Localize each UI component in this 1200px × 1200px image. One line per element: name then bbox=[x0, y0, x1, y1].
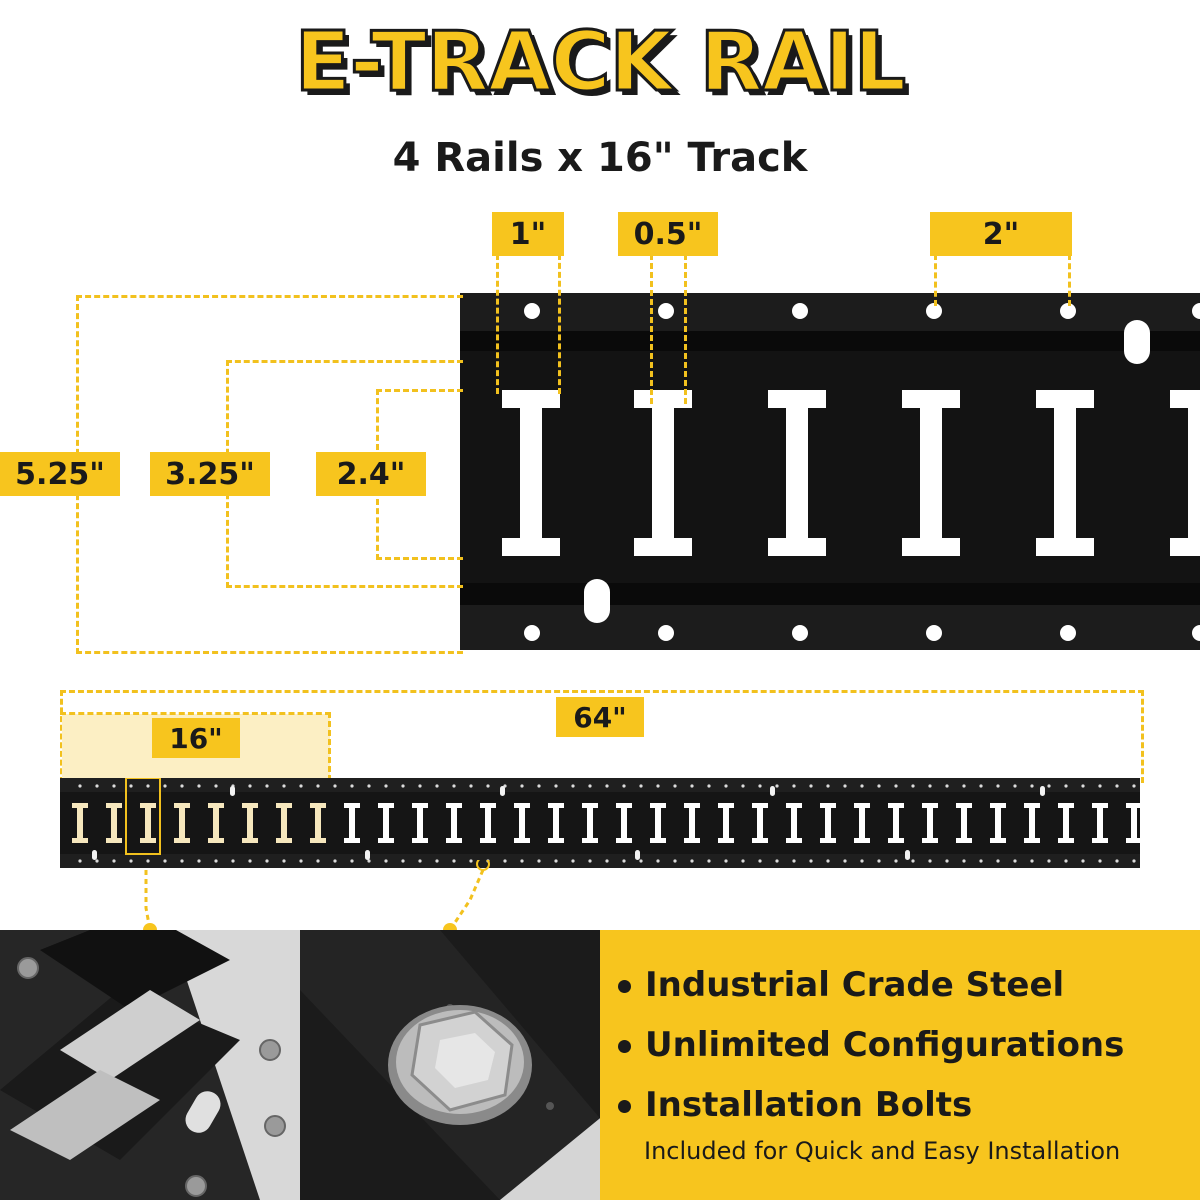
slot-gap-guide-right bbox=[684, 254, 687, 404]
bullet-dot-icon bbox=[618, 1100, 631, 1113]
page-subtitle: 4 Rails x 16" Track bbox=[392, 135, 808, 181]
page-title: E-TRACK RAIL bbox=[293, 15, 907, 110]
total-length-guide bbox=[60, 690, 1144, 783]
feature-item-bolts: Installation Bolts bbox=[618, 1085, 972, 1125]
section-length-guide bbox=[60, 712, 331, 781]
feature-item-steel: Industrial Crade Steel bbox=[618, 965, 1064, 1005]
bullet-dot-icon bbox=[618, 1040, 631, 1053]
bolt-closeup-photo bbox=[300, 930, 610, 1200]
slot-height-label: 2.4" bbox=[316, 452, 426, 496]
flange-height-label: 3.25" bbox=[150, 452, 270, 496]
slot-width-label: 1" bbox=[492, 212, 564, 256]
feature-panel bbox=[600, 930, 1200, 1200]
bolt-icon bbox=[185, 1175, 207, 1197]
full-rail-drawing bbox=[60, 777, 1153, 868]
rail-closeup-drawing bbox=[460, 293, 1200, 650]
callout-connectors bbox=[143, 860, 490, 937]
slot-width-guide-right bbox=[558, 254, 561, 394]
bullet-dot-icon bbox=[618, 980, 631, 993]
rail-height-label: 5.25" bbox=[0, 452, 120, 496]
section-length-label: 16" bbox=[152, 718, 240, 758]
slot-closeup-photo bbox=[0, 930, 300, 1200]
hole-spacing-label: 2" bbox=[930, 212, 1072, 256]
bolt-icon bbox=[259, 1039, 281, 1061]
slot-width-guide-left bbox=[496, 254, 499, 394]
hole-spacing-guide-right bbox=[1068, 254, 1071, 306]
slot-gap-guide-left bbox=[650, 254, 653, 404]
rail-closeup bbox=[460, 293, 1200, 650]
feature-note: Included for Quick and Easy Installation bbox=[644, 1137, 1121, 1165]
hole-spacing-guide-left bbox=[934, 254, 937, 306]
slot-gap-label: 0.5" bbox=[618, 212, 718, 256]
total-length-label: 64" bbox=[556, 697, 644, 737]
bolt-icon bbox=[17, 957, 39, 979]
bolt-icon bbox=[264, 1115, 286, 1137]
feature-item-configurations: Unlimited Configurations bbox=[618, 1025, 1124, 1065]
full-rail bbox=[60, 777, 1153, 868]
